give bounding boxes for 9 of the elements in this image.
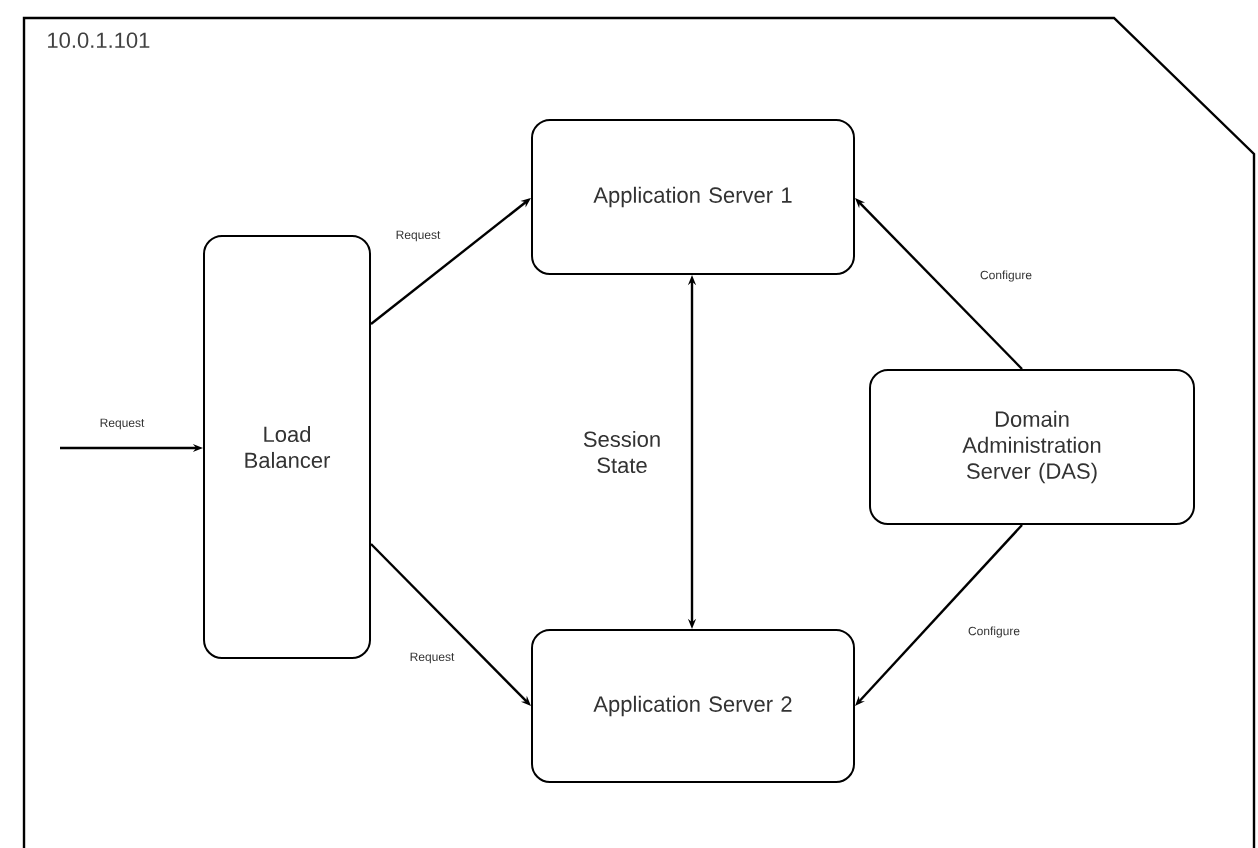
server-box: Application Server 2 [531, 629, 855, 783]
arrow [370, 543, 531, 706]
arrow [855, 198, 1023, 370]
server-box: Domain Administration Server (DAS) [869, 369, 1195, 525]
balancer-box: Load Balancer [203, 235, 371, 659]
arrow [855, 524, 1023, 706]
server-box: Application Server 1 [531, 119, 855, 275]
edge-label: Session State [570, 428, 674, 476]
arrow [370, 198, 531, 325]
